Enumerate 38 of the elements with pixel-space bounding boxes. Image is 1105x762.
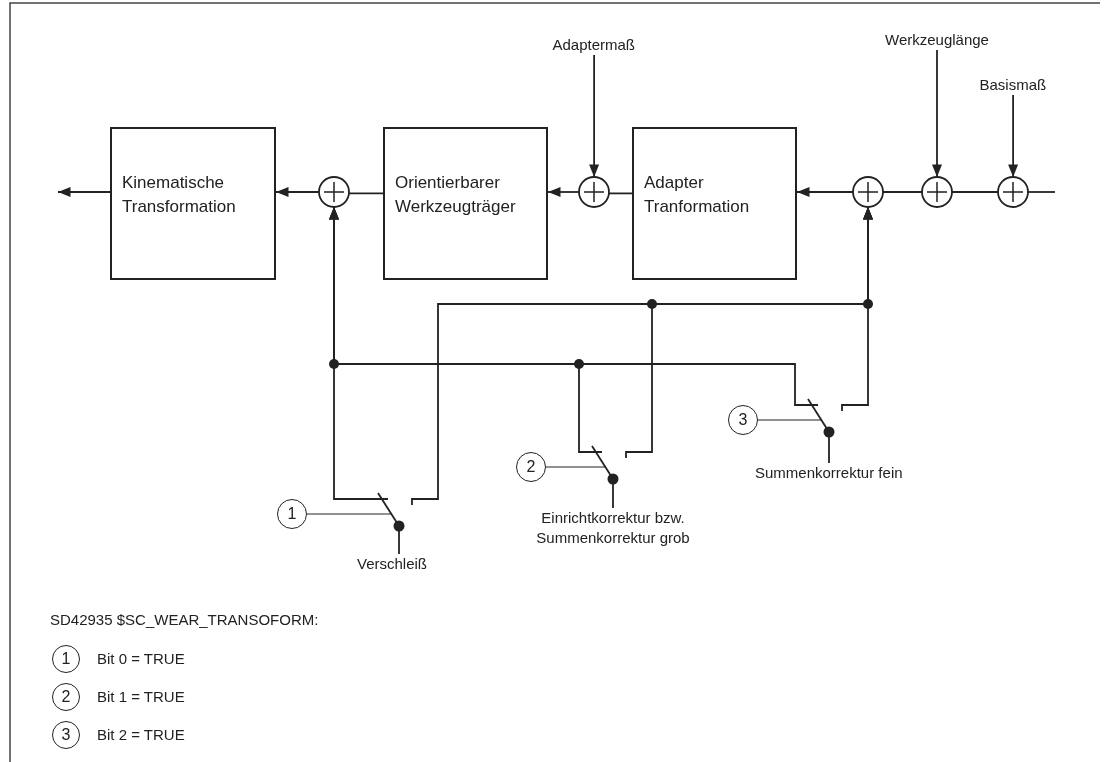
summing-junction xyxy=(852,176,884,208)
box-label: Adapter Tranformation xyxy=(644,172,751,218)
arrow xyxy=(1008,94,1019,178)
input-label: Verschleiß xyxy=(357,554,428,574)
summing-junction xyxy=(997,176,1029,208)
legend-text: Bit 2 = TRUE xyxy=(97,725,185,745)
connector-line xyxy=(608,192,633,195)
connector-line xyxy=(348,192,384,195)
leader-line xyxy=(757,419,822,421)
process-box xyxy=(110,127,276,280)
leader-line xyxy=(545,466,606,468)
box-label: Orientierbarer Werkzeugträger xyxy=(395,172,517,218)
input-label: Einrichtkorrektur bzw. Summenkorrektur grob xyxy=(518,508,708,548)
leader-line xyxy=(306,513,392,515)
input-label: Summenkorrektur fein xyxy=(755,463,903,483)
process-box xyxy=(632,127,797,280)
legend-text: Bit 0 = TRUE xyxy=(97,649,185,669)
input-label: Adaptermaß xyxy=(552,35,636,55)
box-label: Kinematische Transformation xyxy=(122,172,237,218)
arrow xyxy=(57,187,111,197)
arrow xyxy=(932,49,942,178)
connector-line xyxy=(828,436,830,464)
arrow xyxy=(329,206,389,500)
note-text: SD42935 $SC_WEAR_TRANSOFORM: xyxy=(50,610,319,630)
arrow xyxy=(411,206,873,506)
arrow xyxy=(275,187,320,197)
arrow xyxy=(547,187,580,197)
summing-junction xyxy=(318,176,350,208)
legend-text: Bit 1 = TRUE xyxy=(97,687,185,707)
process-box xyxy=(383,127,548,280)
connector-line xyxy=(612,483,614,509)
arrow xyxy=(796,187,854,197)
summing-junction xyxy=(578,176,610,208)
summing-junction xyxy=(921,176,953,208)
connector-line xyxy=(398,530,400,555)
input-label: Basismaß xyxy=(979,75,1047,95)
input-label: Werkzeuglänge xyxy=(885,30,989,50)
arrow xyxy=(589,54,600,178)
